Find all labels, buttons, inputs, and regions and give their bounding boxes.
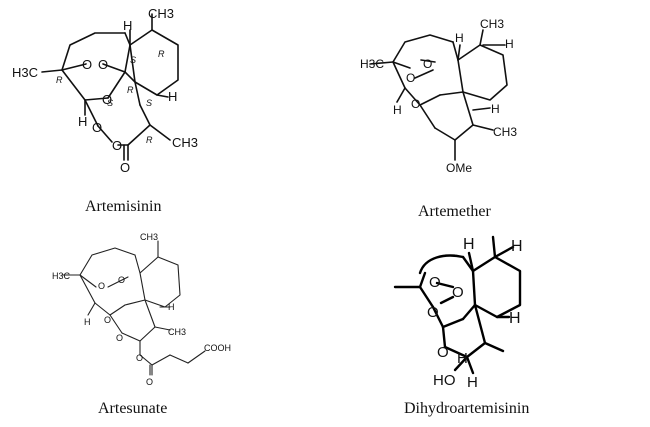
molecule-dihydroartemisinin: H H O O O O H HO H H Dihydroartemisinin <box>325 215 650 427</box>
artesunate-ch3-right: CH3 <box>168 327 186 337</box>
artemisinin-stereo-s-mid-right: S <box>146 98 152 108</box>
artemisinin-stereo-r-mid: R <box>127 85 134 95</box>
dihydroartemisinin-caption: Dihydroartemisinin <box>404 400 530 417</box>
artemisinin-o2: O <box>98 57 108 72</box>
artemisinin-h-right: H <box>168 89 177 104</box>
artemisinin-stereo-s-mid-left: S <box>107 98 113 108</box>
molecule-artemisinin: CH3 H3C CH3 H H H O O O O O O R R S S R … <box>0 0 325 215</box>
artemisinin-carbonyl-o: O <box>120 160 130 175</box>
artemisinin-stereo-r-top-right: R <box>158 49 165 59</box>
artemether-ch3-right: CH3 <box>493 125 517 139</box>
dihydroartemisinin-o1: O <box>429 274 441 291</box>
dihydroartemisinin-o3: O <box>427 304 439 321</box>
artemether-structure: H3C CH3 H H O O O H H CH3 OMe <box>360 17 517 175</box>
artemether-o2: O <box>423 57 432 71</box>
artemether-h3c: H3C <box>360 57 384 71</box>
artemether-h-left: H <box>393 103 402 117</box>
dihydroartemisinin-o4: O <box>437 344 449 361</box>
artemisinin-stereo-s-top: S <box>130 55 136 65</box>
artemether-caption: Artemether <box>418 203 491 220</box>
molecule-artesunate: CH3 H3C O O O O O O H H CH3 COOH Artesun… <box>0 215 325 427</box>
artesunate-o-carbonyl: O <box>146 377 153 387</box>
artemisinin-stereo-r-left: R <box>56 75 63 85</box>
artemisinin-o4: O <box>112 138 122 153</box>
artesunate-ch3-top: CH3 <box>140 232 158 242</box>
artesunate-o2: O <box>118 275 125 285</box>
molecule-artemether: H3C CH3 H H O O O H H CH3 OMe Artemether <box>325 0 650 220</box>
dihydroartemisinin-h-bottom: H <box>467 374 478 391</box>
dihydroartemisinin-structure: H H O O O O H HO H H <box>393 235 523 391</box>
artemisinin-o5: O <box>102 92 112 107</box>
artemisinin-methyl-lactone: CH3 <box>172 135 198 150</box>
artemether-o3: O <box>411 97 420 111</box>
artesunate-structure: CH3 H3C O O O O O O H H CH3 COOH <box>52 232 231 387</box>
artemether-h-top-right: H <box>505 37 514 51</box>
dihydroartemisinin-o2: O <box>452 284 464 301</box>
artesunate-cooh: COOH <box>204 343 231 353</box>
artesunate-h3c: H3C <box>52 271 71 281</box>
dihydroartemisinin-h-top: H <box>463 236 475 253</box>
artesunate-o4: O <box>116 333 123 343</box>
artemether-o1: O <box>406 71 415 85</box>
artemisinin-h3c: H3C <box>12 65 38 80</box>
artesunate-o3: O <box>104 315 111 325</box>
artesunate-o5: O <box>136 353 143 363</box>
artesunate-o1: O <box>98 281 105 291</box>
dihydroartemisinin-h-right: H <box>509 310 521 327</box>
artemisinin-o1: O <box>82 57 92 72</box>
artemisinin-o3: O <box>92 120 102 135</box>
artesunate-h-a: H <box>84 317 91 327</box>
artemisinin-h-bottom-left: H <box>78 114 87 129</box>
artemether-h-top-left: H <box>455 31 464 45</box>
artesunate-h-b: H <box>168 302 175 312</box>
dihydroartemisinin-h-top-right: H <box>511 238 523 255</box>
artemether-ome: OMe <box>446 161 472 175</box>
artemether-h-right: H <box>491 102 500 116</box>
artemether-ch3-top: CH3 <box>480 17 504 31</box>
artemisinin-h-top: H <box>123 18 132 33</box>
dihydroartemisinin-ho: HO <box>433 372 456 389</box>
artemisinin-structure: CH3 H3C CH3 H H H O O O O O O R R S S R … <box>12 6 198 175</box>
dihydroartemisinin-h-bottom2: H <box>457 350 468 367</box>
artemisinin-caption: Artemisinin <box>85 198 162 215</box>
artemisinin-methyl-top: CH3 <box>148 6 174 21</box>
artesunate-caption: Artesunate <box>98 400 168 417</box>
artemisinin-stereo-r-bottom: R <box>146 135 153 145</box>
